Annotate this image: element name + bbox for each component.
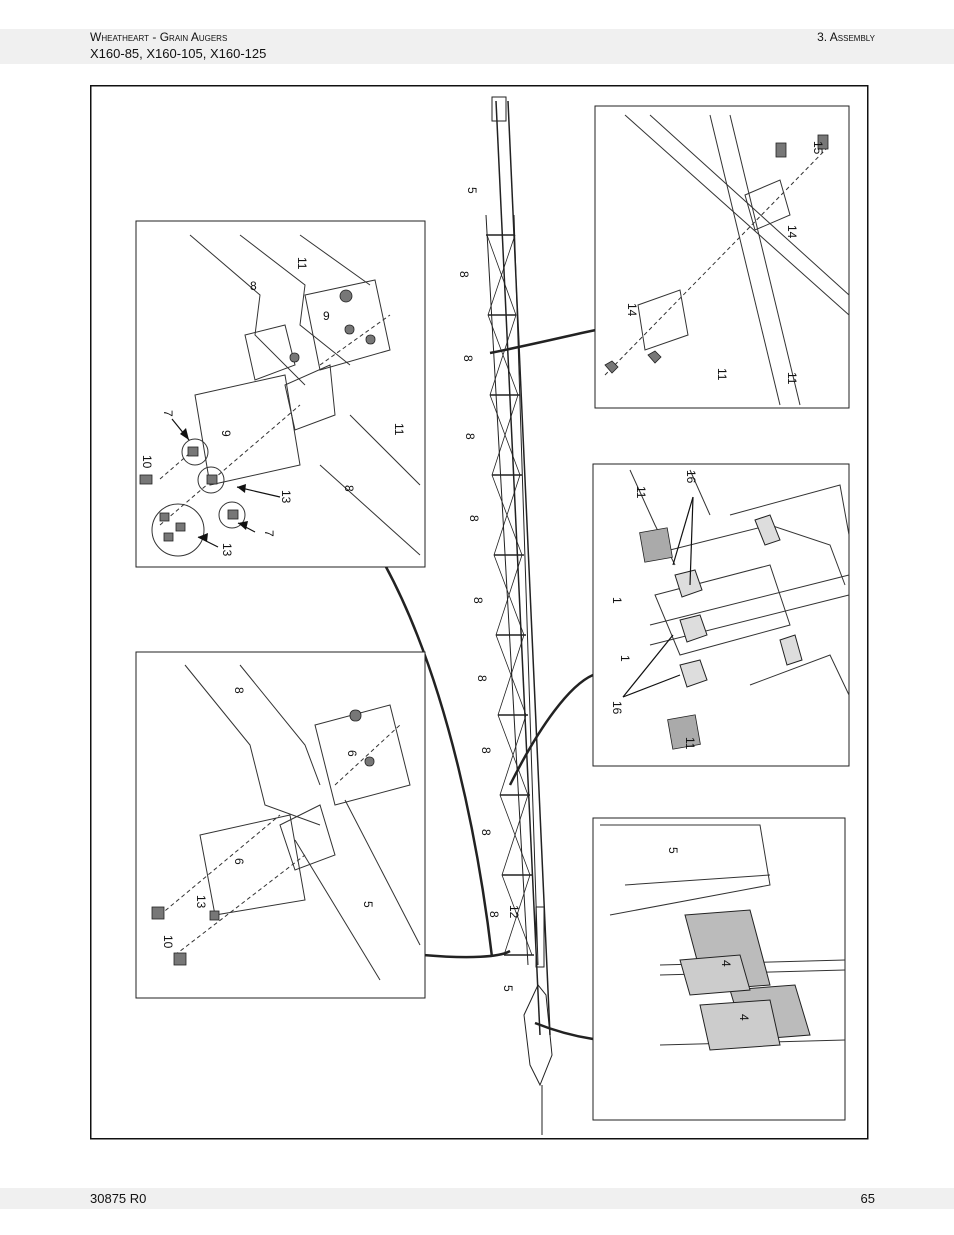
connector-tr xyxy=(489,328,597,355)
assembly-drawing: 8 11 9 7 10 9 11 8 13 13 7 xyxy=(90,85,869,1140)
connector-tl xyxy=(383,564,494,958)
figure-frame xyxy=(90,85,869,1140)
callout-tr-4: 11 xyxy=(785,372,799,385)
footer-doc-code: 30875 R0 xyxy=(90,1191,147,1206)
footer-page-number: 65 xyxy=(860,1191,875,1206)
callout-main-11: 5 xyxy=(501,985,515,992)
callout-main-6: 8 xyxy=(475,675,489,682)
callout-main-8: 8 xyxy=(479,829,493,836)
callout-tl-2: 9 xyxy=(323,309,330,323)
callout-main-5: 8 xyxy=(471,597,485,604)
callout-tr-1: 14 xyxy=(785,225,799,239)
callout-tr-0: 15 xyxy=(811,141,825,155)
detail-connectors xyxy=(383,328,597,1041)
callout-mr-3: 1 xyxy=(618,655,632,662)
callout-br-1: 4 xyxy=(719,960,733,967)
callout-tl-1: 11 xyxy=(295,257,309,270)
header-models: X160-85, X160-105, X160-125 xyxy=(90,46,267,61)
callout-tl-9: 13 xyxy=(220,543,234,557)
callout-tl-3: 7 xyxy=(161,410,175,417)
callout-tl-0: 8 xyxy=(250,279,257,293)
callout-tr-2: 14 xyxy=(625,303,639,317)
callout-mr-4: 16 xyxy=(610,701,624,715)
callout-main-3: 8 xyxy=(463,433,477,440)
callout-tl-4: 10 xyxy=(140,455,154,469)
callout-main-9: 8 xyxy=(487,911,501,918)
callout-tr-3: 11 xyxy=(715,368,729,381)
callout-bl-1: 6 xyxy=(345,750,359,757)
callout-main-0: 5 xyxy=(465,187,479,194)
callout-bl-4: 10 xyxy=(161,935,175,949)
assembly-figure: 8 11 9 7 10 9 11 8 13 13 7 xyxy=(90,85,870,1146)
callout-bl-3: 13 xyxy=(194,895,208,909)
callout-tl-7: 8 xyxy=(342,485,356,492)
callout-br-0: 5 xyxy=(666,847,680,854)
connector-mr xyxy=(508,673,594,786)
main-auger xyxy=(485,96,553,1135)
callout-mr-1: 16 xyxy=(684,470,698,484)
header-band xyxy=(0,29,954,64)
callout-mr-5: 11 xyxy=(683,737,697,750)
inset-top-left: 8 11 9 7 10 9 11 8 13 13 7 xyxy=(135,220,426,568)
callout-main-2: 8 xyxy=(461,355,475,362)
callout-br-2: 4 xyxy=(737,1014,751,1021)
connector-br xyxy=(534,1021,594,1041)
callout-tl-6: 11 xyxy=(392,423,406,436)
callout-main-10: 12 xyxy=(507,905,521,919)
header-section: 3. Assembly xyxy=(817,30,875,44)
callout-tl-8: 13 xyxy=(279,490,293,504)
callout-main-1: 8 xyxy=(457,271,471,278)
inset-bottom-right: 5 4 4 xyxy=(592,817,846,1121)
callout-mr-2: 1 xyxy=(610,597,624,604)
inset-top-right: 15 14 14 11 11 xyxy=(594,105,850,409)
callout-bl-0: 8 xyxy=(232,687,246,694)
footer-band xyxy=(0,1188,954,1209)
callout-mr-0: 11 xyxy=(634,486,648,499)
callout-bl-2: 6 xyxy=(232,858,246,865)
callout-tl-10: 7 xyxy=(262,530,276,537)
callout-main-4: 8 xyxy=(467,515,481,522)
inset-bottom-left: 8 6 6 13 10 5 xyxy=(135,651,426,999)
callout-bl-5: 5 xyxy=(361,901,375,908)
header-brand: Wheatheart - Grain Augers xyxy=(90,30,228,44)
callout-tl-5: 9 xyxy=(219,430,233,437)
callout-main-7: 8 xyxy=(479,747,493,754)
connector-bl xyxy=(422,949,511,959)
inset-middle-right: 11 16 1 1 16 11 xyxy=(592,463,850,767)
